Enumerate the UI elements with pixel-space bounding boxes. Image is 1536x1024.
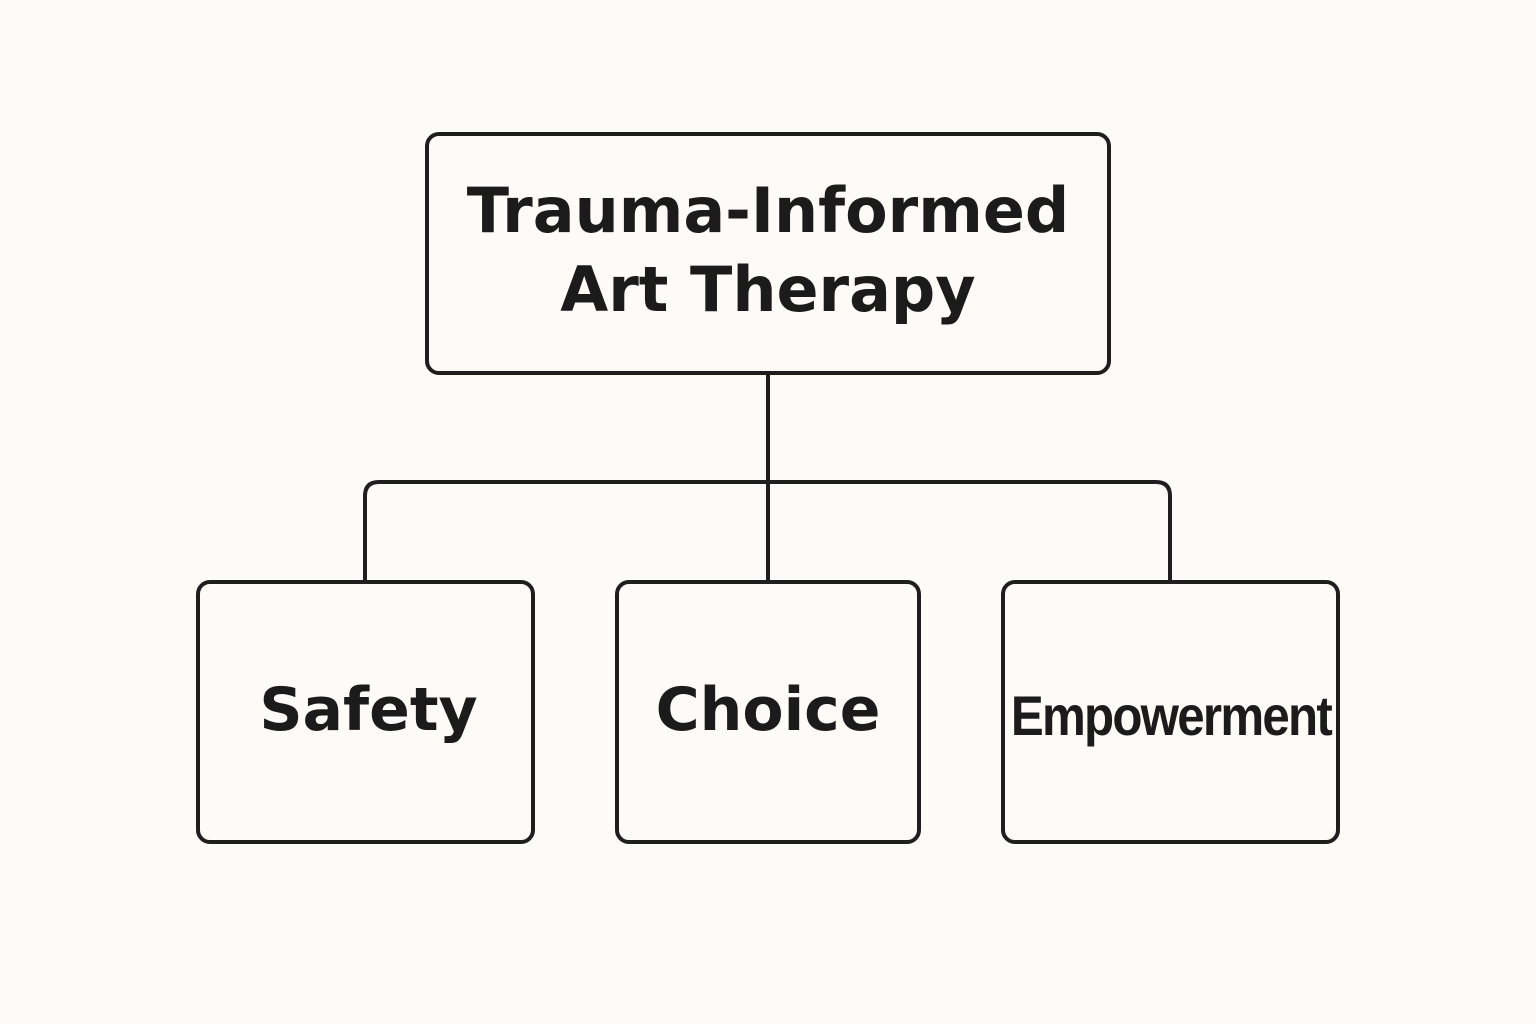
root-node-label: Trauma-Informed Art Therapy xyxy=(467,172,1070,329)
root-node: Trauma-Informed Art Therapy xyxy=(425,132,1111,375)
child-node-choice: Choice xyxy=(615,580,921,844)
child-node-safety-label: Safety xyxy=(259,675,478,745)
child-node-choice-label: Choice xyxy=(655,675,881,745)
root-node-label-line2: Art Therapy xyxy=(560,252,976,326)
connector-branch-bar xyxy=(363,480,1172,580)
child-node-safety: Safety xyxy=(196,580,535,844)
child-node-empowerment-label: Empowerment xyxy=(1010,683,1332,747)
root-node-label-line1: Trauma-Informed xyxy=(466,173,1070,247)
child-node-empowerment: Empowerment xyxy=(1001,580,1340,844)
